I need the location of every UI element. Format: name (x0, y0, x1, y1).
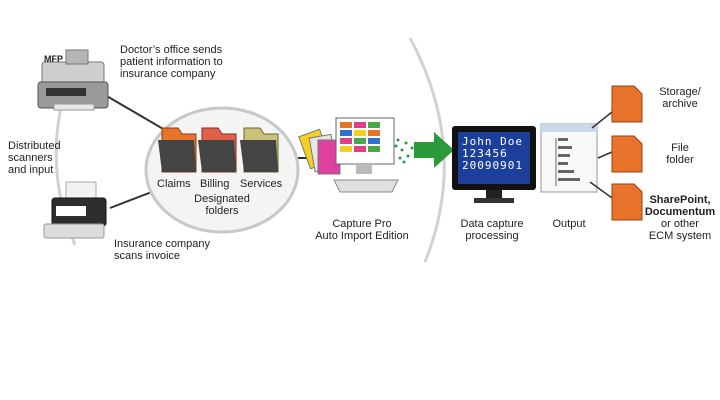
data-capture-caption: Data capture processing (450, 218, 534, 242)
ecm-line-2: Documentum (644, 206, 716, 218)
services-folder-icon (240, 127, 279, 173)
distributed-line-2: scanners (8, 152, 53, 164)
file-folder-caption: File folder (648, 142, 712, 166)
doctor-office-line-3: insurance company (120, 68, 216, 80)
designated-folders-caption: Designated folders (190, 193, 254, 217)
capture-pro-caption: Capture Pro Auto Import Edition (312, 218, 412, 242)
doctor-office-line-2: patient information to (120, 56, 223, 68)
monitor-id-line: 123456 (462, 147, 508, 160)
distributed-scanners-caption: Distributed scanners and input (8, 140, 61, 176)
designated-folders-line-1: Designated (194, 193, 250, 205)
insurance-line-1: Insurance company (114, 238, 210, 250)
mfp-label: MFP (44, 54, 63, 64)
storage-line-2: archive (662, 98, 698, 110)
folder-label-claims: Claims (157, 178, 191, 190)
file-connector (597, 151, 613, 159)
capture-monitor-icon (333, 117, 399, 193)
mfp-printer-icon (37, 49, 109, 111)
folder-label-billing: Billing (200, 178, 230, 190)
output-caption: Output (552, 218, 586, 230)
designated-folders-line-2: folders (205, 205, 239, 217)
storage-line-1: Storage/ (659, 86, 701, 98)
doctor-office-caption: Doctor’s office sends patient informatio… (120, 44, 223, 80)
file-line-2: folder (666, 154, 694, 166)
data-capture-line-1: Data capture (460, 218, 524, 230)
monitor-screen-text: John Doe 123456 20090901 (462, 136, 523, 172)
claims-folder-icon (158, 127, 197, 173)
output-window-icon (540, 123, 598, 193)
data-capture-monitor-icon (452, 126, 536, 203)
ecm-line-3: or other (661, 218, 699, 230)
ecm-connector (589, 181, 613, 199)
ecm-document-icon (611, 183, 643, 221)
folder-label-services: Services (240, 178, 283, 190)
distributed-line-3: and input (8, 164, 54, 176)
capture-pro-line-1: Capture Pro (332, 218, 392, 230)
insurance-line-2: scans invoice (114, 250, 181, 262)
ecm-caption: SharePoint, Documentum or other ECM syst… (644, 194, 716, 242)
document-scanner-icon (43, 181, 107, 239)
document-stack-icon (298, 128, 341, 175)
ecm-line-4: ECM system (648, 230, 712, 242)
doctor-office-line-1: Doctor’s office sends (120, 44, 223, 56)
monitor-name-line: John Doe (462, 135, 523, 148)
mfp-connector (104, 94, 166, 131)
data-flow-arrow-icon (394, 132, 454, 168)
capture-pro-line-2: Auto Import Edition (315, 230, 409, 242)
billing-folder-icon (198, 127, 237, 173)
storage-document-icon (611, 85, 643, 123)
storage-archive-caption: Storage/ archive (648, 86, 712, 110)
file-document-icon (611, 135, 643, 173)
monitor-date-line: 20090901 (462, 159, 523, 172)
insurance-company-caption: Insurance company scans invoice (114, 238, 210, 262)
file-line-1: File (671, 142, 689, 154)
data-capture-line-2: processing (465, 230, 519, 242)
storage-connector (591, 111, 613, 129)
ecm-line-1: SharePoint, (649, 194, 711, 206)
distributed-line-1: Distributed (8, 140, 61, 152)
